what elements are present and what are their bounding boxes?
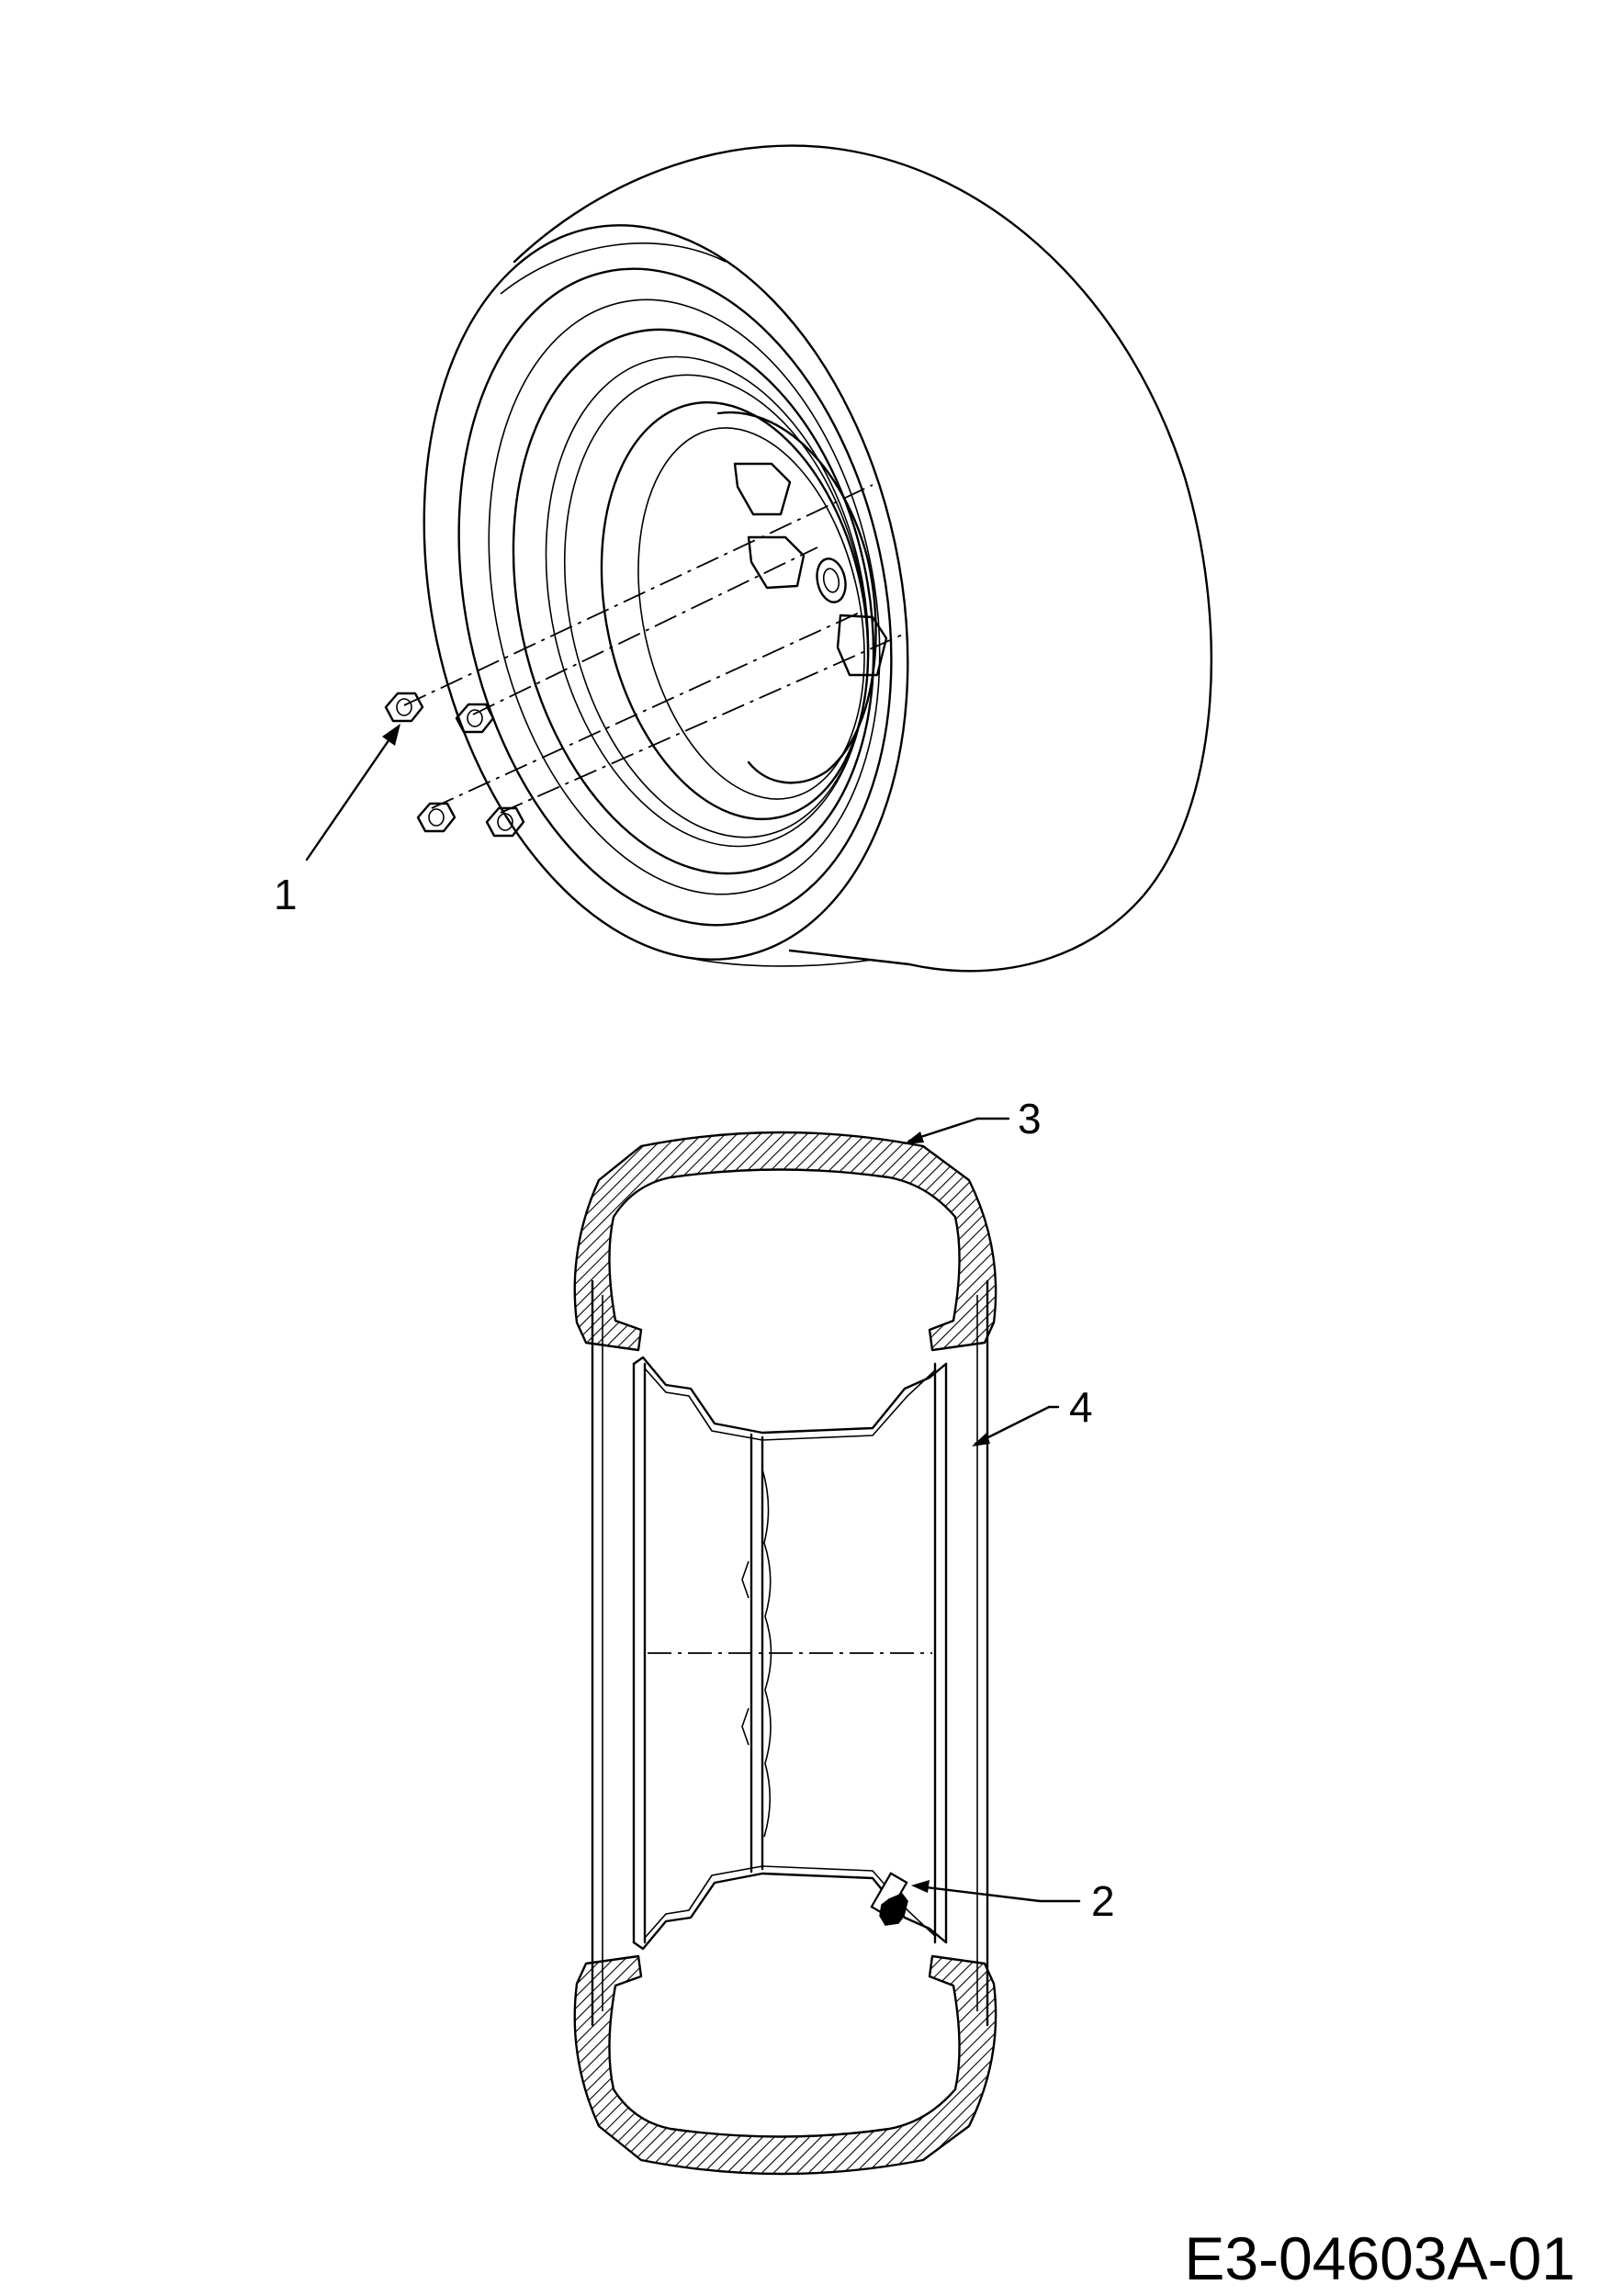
callout-1-label: 1: [274, 871, 298, 918]
callout-4-label: 4: [1069, 1383, 1093, 1431]
callout-2: 2: [911, 1877, 1115, 1925]
callout-4: 4: [972, 1383, 1093, 1446]
stud-centerlines: [403, 484, 906, 814]
lug-nut-4: [485, 806, 525, 838]
tire-cross-section-view: 3 4 2: [573, 1095, 1115, 2176]
valve-stem: [870, 1872, 908, 1926]
callout-1: 1: [274, 724, 400, 918]
lug-nut-3: [416, 802, 456, 833]
callout-2-label: 2: [1091, 1877, 1115, 1925]
tire-section: [573, 1131, 997, 2176]
rim: [457, 267, 893, 927]
lug-nut-2: [455, 703, 495, 734]
wheel-assembly-view: 1: [274, 144, 1213, 973]
lug-nut-1: [384, 692, 424, 723]
lug-nuts: [384, 692, 525, 838]
wheel-hub: [716, 411, 888, 784]
drawing-code: E3-04603A-01: [1184, 2224, 1575, 2292]
callout-3: 3: [904, 1095, 1042, 1144]
callout-3-label: 3: [1018, 1095, 1042, 1142]
tire-outer: [423, 144, 1213, 973]
